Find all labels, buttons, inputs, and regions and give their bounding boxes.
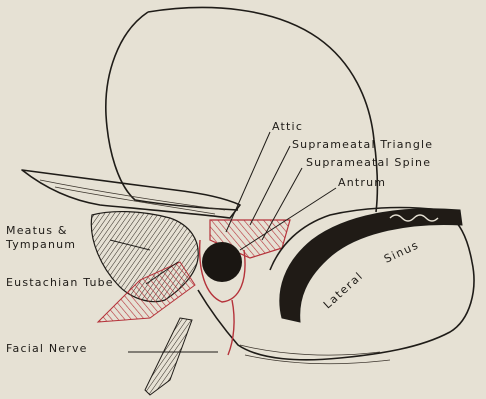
squamous-outline — [106, 8, 378, 212]
base-hatching — [240, 345, 380, 355]
label-meatus-line1: Meatus & — [6, 224, 68, 237]
label-lateral-sinus-line2: Sinus — [382, 238, 421, 266]
label-lateral-sinus-line1: Lateral — [321, 269, 366, 311]
label-facial-nerve: Facial Nerve — [6, 342, 88, 355]
zygomatic-process — [22, 170, 240, 218]
antrum-blob — [202, 242, 242, 282]
label-meatus-line2: Tympanum — [5, 238, 76, 251]
suprameatal-triangle-leader — [250, 146, 290, 225]
attic-leader — [226, 132, 270, 232]
facial-nerve-red — [228, 300, 234, 355]
label-suprameatal-spine: Suprameatal Spine — [306, 156, 431, 169]
label-suprameatal-triangle: Suprameatal Triangle — [292, 138, 433, 151]
facial-nerve-canal — [145, 318, 192, 395]
label-eustachian-tube: Eustachian Tube — [6, 276, 114, 289]
label-attic: Attic — [272, 120, 303, 133]
label-antrum: Antrum — [338, 176, 386, 189]
